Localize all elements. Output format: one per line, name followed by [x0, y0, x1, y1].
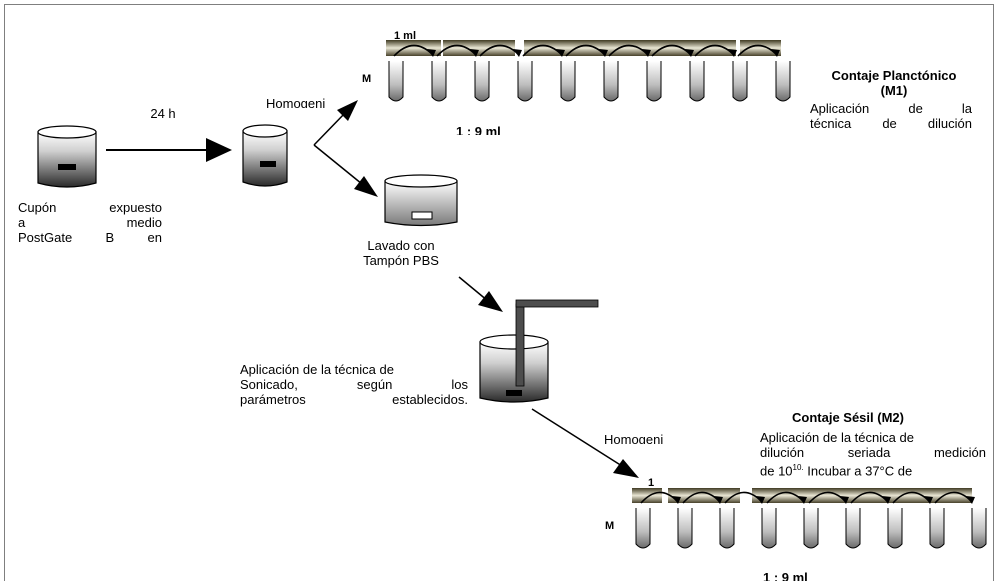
- test-tube: [677, 508, 693, 549]
- stock-label-top: M: [362, 73, 372, 85]
- sonication-caption: Aplicación de la técnica de Sonicado, se…: [240, 362, 468, 420]
- test-tube: [971, 508, 987, 549]
- stock-label-bottom: M: [605, 520, 615, 532]
- homogenization-label-top: Homogeni: [266, 96, 326, 108]
- sonicator-to-sessile-arrow: [531, 408, 639, 478]
- branch-arrow-down: [313, 144, 378, 197]
- test-tube: [646, 61, 662, 102]
- transfer-band: [632, 488, 662, 503]
- wash-caption: Lavado con Tampón PBS: [345, 238, 457, 272]
- planktonic-description-line: técnica de dilución: [810, 116, 972, 131]
- branch-arrow-up: [313, 100, 358, 146]
- test-tube: [388, 61, 404, 102]
- coupon-caption-line: a medio: [18, 215, 162, 230]
- transfer-volume-label-bottom: 1: [648, 477, 655, 489]
- wash-container: [384, 174, 458, 227]
- sessile-description-text: de 10: [760, 463, 793, 479]
- transfer-band: [524, 40, 736, 56]
- test-tube: [887, 508, 903, 549]
- transfer-band: [386, 40, 441, 56]
- sonication-caption-line: Sonicado, según los: [240, 377, 468, 392]
- test-tube: [431, 61, 447, 102]
- wash-caption-line: Tampón PBS: [363, 253, 439, 268]
- test-tube: [775, 61, 791, 102]
- sonicator: [479, 299, 599, 403]
- test-tube: [929, 508, 945, 549]
- planktonic-heading: Contaje Planctónico (M1): [806, 68, 982, 100]
- homogenized-jar: [242, 124, 288, 187]
- planktonic-code: (M1): [880, 83, 908, 98]
- sessile-exponent: 10.: [792, 463, 804, 472]
- test-tube: [603, 61, 619, 102]
- sessile-description-line: Aplicación de la técnica de: [760, 430, 914, 445]
- bottom-dilution-series: [632, 488, 987, 549]
- sessile-description-line: de 1010. Incubar a 37°C de: [760, 460, 986, 478]
- test-tube: [761, 508, 777, 549]
- sessile-description-line: dilución seriada medición: [760, 445, 986, 460]
- test-tube: [732, 61, 748, 102]
- planktonic-description: Aplicación de la técnica de dilución: [810, 101, 972, 139]
- planktonic-title: Contaje Planctónico: [831, 68, 957, 83]
- test-tube: [517, 61, 533, 102]
- diluent-label-bottom: 1 : 9 ml: [763, 570, 808, 581]
- incubation-time-label: 24 h: [150, 106, 176, 121]
- coupon-jar: [37, 125, 97, 188]
- transfer-band: [752, 488, 972, 503]
- sessile-description: Aplicación de la técnica de dilución ser…: [760, 430, 986, 482]
- test-tube: [689, 61, 705, 102]
- test-tube: [845, 508, 861, 549]
- transfer-volume-label-top: 1 ml: [394, 30, 417, 40]
- planktonic-description-line: Aplicación de la: [810, 101, 972, 116]
- top-dilution-series: [386, 40, 791, 102]
- homogenization-label-bottom: Homogeni: [604, 432, 664, 444]
- incubation-arrow: [106, 138, 232, 162]
- diluent-label-top: 1 : 9 ml: [456, 124, 501, 135]
- test-tube: [719, 508, 735, 549]
- coupon-caption-line: PostGate B en: [18, 230, 162, 245]
- transfer-band: [740, 40, 781, 56]
- coupon-caption-line: Cupón expuesto: [18, 200, 162, 215]
- sessile-description-text: Incubar a 37°C de: [803, 463, 913, 479]
- wash-caption-line: Lavado con: [367, 238, 435, 253]
- test-tube: [803, 508, 819, 549]
- sonication-caption-line: parámetros establecidos.: [240, 392, 468, 407]
- coupon-caption: Cupón expuesto a medio PostGate B en: [18, 200, 162, 260]
- sonication-caption-line: Aplicación de la técnica de: [240, 362, 394, 377]
- sessile-title: Contaje Sésil (M2): [792, 410, 904, 425]
- test-tube: [560, 61, 576, 102]
- test-tube: [474, 61, 490, 102]
- transfer-band: [443, 40, 515, 56]
- diagram-frame: [4, 4, 994, 581]
- test-tube: [635, 508, 651, 549]
- wash-to-sonicator-arrow: [458, 276, 503, 312]
